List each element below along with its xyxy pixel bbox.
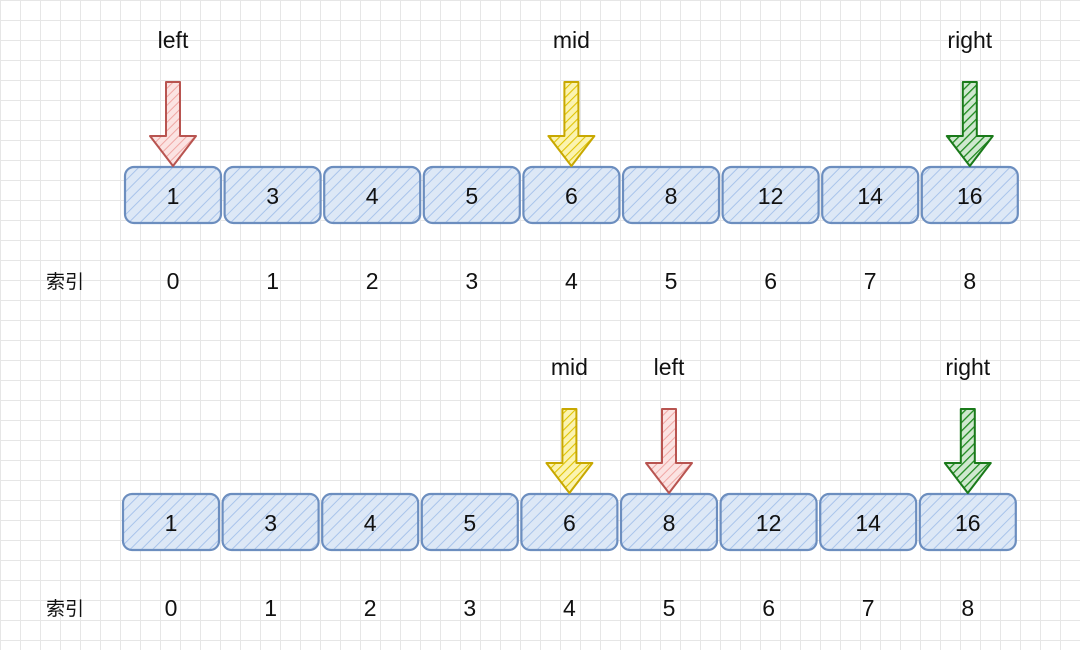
index-number: 8: [963, 268, 976, 294]
left-pointer-label: left: [158, 27, 189, 53]
array-cell-box: [321, 492, 420, 552]
index-number: 2: [364, 595, 377, 621]
index-number: 2: [366, 268, 379, 294]
index-number: 1: [266, 268, 279, 294]
array-cell-value: 6: [565, 183, 578, 209]
array-cell: 8: [621, 165, 721, 225]
mid-pointer: mid: [547, 27, 596, 167]
array-cell-value: 14: [857, 183, 883, 209]
right-pointer-label: right: [947, 27, 992, 53]
right-pointer: right: [945, 27, 994, 167]
index-number: 7: [862, 595, 875, 621]
array-cell-box: [619, 492, 719, 552]
array-cell: 8: [619, 492, 719, 552]
array-cell: 12: [721, 165, 820, 225]
array-cell-value: 14: [855, 510, 881, 536]
down-arrow-icon: [547, 81, 596, 167]
array-cell: 1: [121, 492, 221, 552]
right-pointer: right: [943, 354, 992, 494]
array-cell-value: 5: [463, 510, 476, 536]
array-cell: 16: [918, 492, 1017, 552]
index-number: 5: [663, 595, 676, 621]
index-number: 0: [167, 268, 180, 294]
index-row-label: 索引: [46, 271, 84, 293]
index-number: 0: [165, 595, 178, 621]
array-cell: 5: [422, 165, 521, 225]
array-cell-box: [420, 492, 519, 552]
array-cell-box: [819, 492, 918, 552]
left-pointer: left: [645, 354, 693, 494]
down-arrow-icon: [645, 408, 693, 494]
array-cell: 4: [323, 165, 422, 225]
index-number: 4: [565, 268, 578, 294]
array-cell-value: 16: [955, 510, 981, 536]
down-arrow-icon: [945, 81, 994, 167]
array-cell: 16: [920, 165, 1019, 225]
index-number: 1: [264, 595, 277, 621]
index-number: 4: [563, 595, 576, 621]
array-cell: 5: [420, 492, 519, 552]
array-cell: 6: [520, 492, 619, 552]
array-cell: 3: [223, 165, 322, 225]
array-cell-value: 12: [756, 510, 782, 536]
array-cell: 6: [522, 165, 621, 225]
left-pointer-label: left: [654, 354, 685, 380]
array-cell-box: [721, 165, 820, 225]
array-cell-value: 1: [165, 510, 178, 536]
array-cell-value: 5: [465, 183, 478, 209]
array-cell: 4: [321, 492, 420, 552]
array-cell-value: 4: [364, 510, 377, 536]
index-number: 3: [465, 268, 478, 294]
index-number: 7: [864, 268, 877, 294]
array-cell-value: 6: [563, 510, 576, 536]
array-cell-box: [121, 492, 221, 552]
array-cell-box: [221, 492, 320, 552]
index-number: 5: [665, 268, 678, 294]
array-cell-value: 12: [758, 183, 784, 209]
array-cell: 14: [819, 492, 918, 552]
array-cell: 14: [821, 165, 920, 225]
array-cell: 3: [221, 492, 320, 552]
mid-pointer-label: mid: [551, 354, 588, 380]
array-cell: 12: [719, 492, 818, 552]
index-number: 3: [463, 595, 476, 621]
index-number: 6: [762, 595, 775, 621]
array-cell-box: [323, 165, 422, 225]
down-arrow-icon: [943, 408, 992, 494]
array-cell-value: 16: [957, 183, 983, 209]
down-arrow-icon: [149, 81, 197, 167]
left-pointer: left: [149, 27, 197, 167]
mid-pointer: mid: [545, 354, 594, 494]
right-pointer-label: right: [945, 354, 990, 380]
array-cell-value: 3: [266, 183, 279, 209]
array-cell-value: 1: [167, 183, 180, 209]
index-number: 8: [961, 595, 974, 621]
array-cell-value: 3: [264, 510, 277, 536]
index-row-label: 索引: [46, 598, 84, 620]
down-arrow-icon: [545, 408, 594, 494]
mid-pointer-label: mid: [553, 27, 590, 53]
array-cell-box: [719, 492, 818, 552]
array-cell-box: [223, 165, 322, 225]
array-cell-value: 8: [663, 510, 676, 536]
array-cell-box: [821, 165, 920, 225]
array-cell-value: 8: [665, 183, 678, 209]
array-cell-value: 4: [366, 183, 379, 209]
index-number: 6: [764, 268, 777, 294]
array-cell-box: [621, 165, 721, 225]
array-cell-box: [422, 165, 521, 225]
array-cell: 1: [123, 165, 223, 225]
